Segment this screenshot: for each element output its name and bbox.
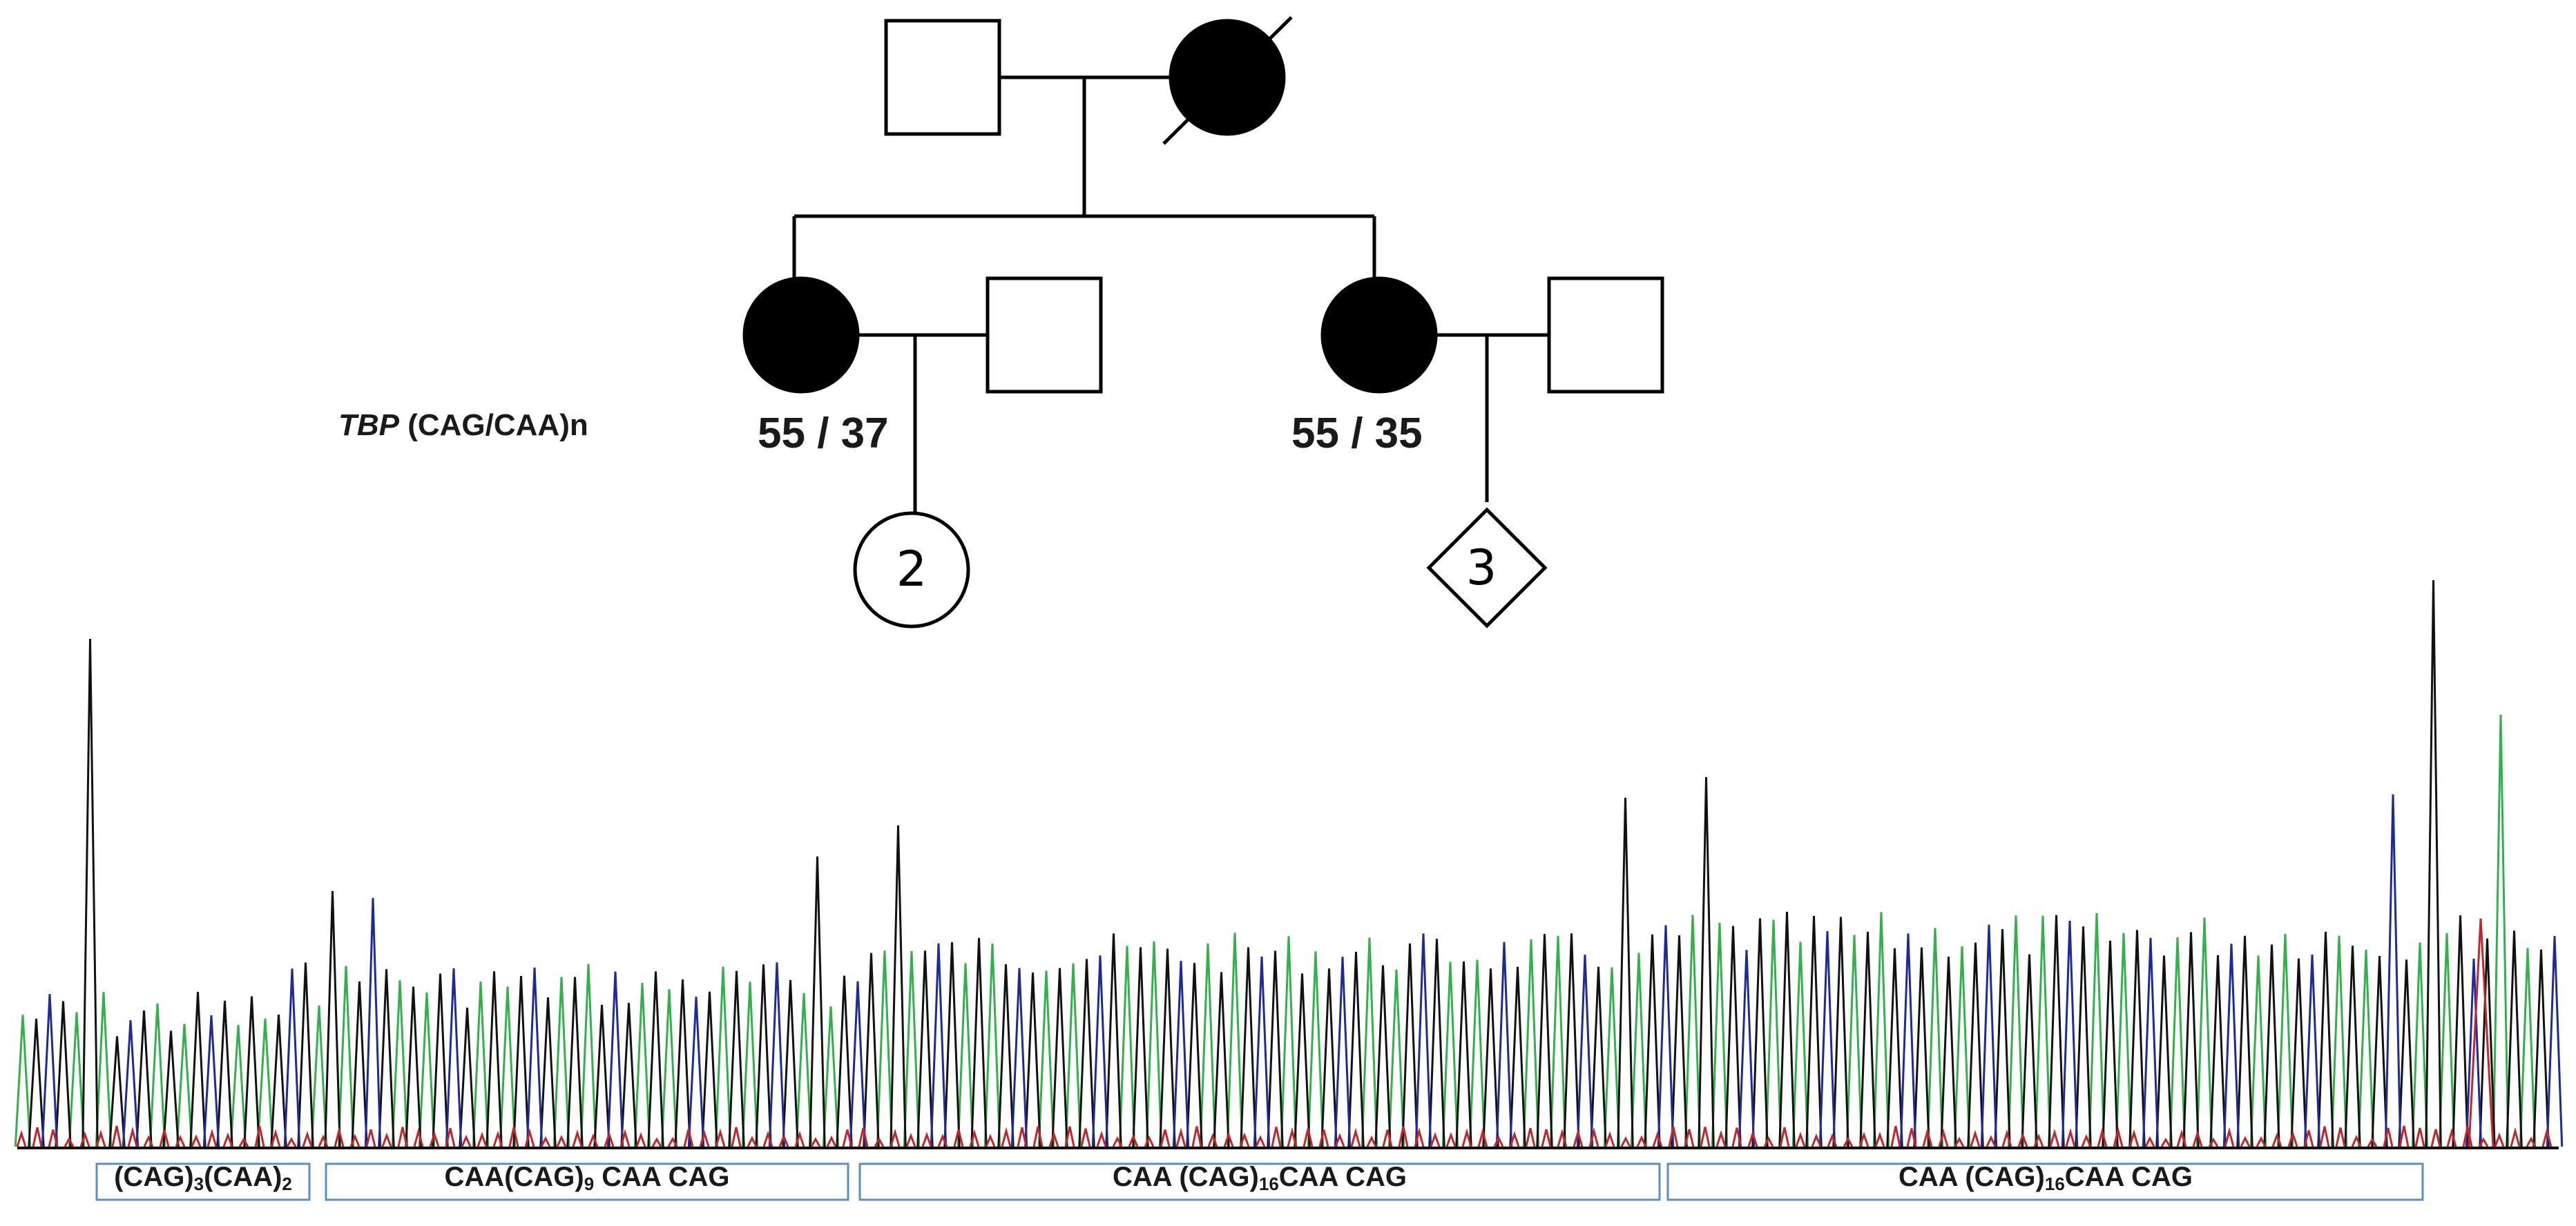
segment-subscript: 2 [282,1174,291,1194]
right-spouse-square [1547,276,1664,394]
right-daughter-affected-circle [1320,276,1438,394]
segment-subscript: 3 [194,1174,204,1194]
segment-text: (CAG) [114,1162,194,1192]
left-offspring-count: 2 [896,541,927,597]
segment-subscript: 9 [584,1174,594,1194]
grandfather-unaffected-square [884,19,1001,136]
gene-name: TBP [338,408,400,442]
sequencing-chromatogram [14,580,2564,1147]
right-offspring-diamond [1426,507,1548,629]
segment-label-3: CAA (CAG)16CAA CAG [1113,1162,1407,1194]
chromatogram-trace [14,714,2537,1147]
gene-repeat-label: TBP (CAG/CAA)n [338,408,588,442]
left-offspring-circle [853,511,970,629]
segment-text: (CAA) [204,1162,282,1192]
left-daughter-affected-circle [742,276,860,394]
repeat-segment-boxes [95,1162,2424,1201]
chromatogram-trace-red [16,918,2553,1147]
segment-label-2: CAA(CAG)9 CAA CAG [445,1162,730,1194]
deceased-slash [1162,16,1293,145]
pedigree [742,16,1664,629]
segment-subscript: 16 [2045,1174,2065,1194]
segment-label-4: CAA (CAG)16CAA CAG [1899,1162,2193,1194]
left-spouse-square [986,276,1103,394]
segment-box-4 [1666,1162,2424,1201]
segment-box-1 [95,1162,311,1201]
segment-label-1: (CAG)3(CAA)2 [114,1162,292,1194]
repeat-notation: (CAG/CAA)n [399,408,588,442]
right-offspring-count: 3 [1466,539,1497,596]
segment-text: CAA(CAG) [445,1162,584,1192]
segment-box-3 [858,1162,1661,1201]
segment-text: CAA CAG [2065,1162,2193,1192]
segment-subscript: 16 [1259,1174,1279,1194]
segment-text: CAA CAG [594,1162,729,1192]
right-daughter-allele-label: 55 / 35 [1291,410,1423,457]
chromatogram-trace [41,794,2564,1147]
segment-text: CAA (CAG) [1899,1162,2045,1192]
segment-text: CAA (CAG) [1113,1162,1259,1192]
left-daughter-allele-label: 55 / 37 [758,410,889,457]
chromatogram-trace [28,580,2550,1147]
segment-box-2 [325,1162,849,1201]
segment-text: CAA CAG [1279,1162,1407,1192]
grandmother-affected-deceased-circle [1169,19,1286,136]
